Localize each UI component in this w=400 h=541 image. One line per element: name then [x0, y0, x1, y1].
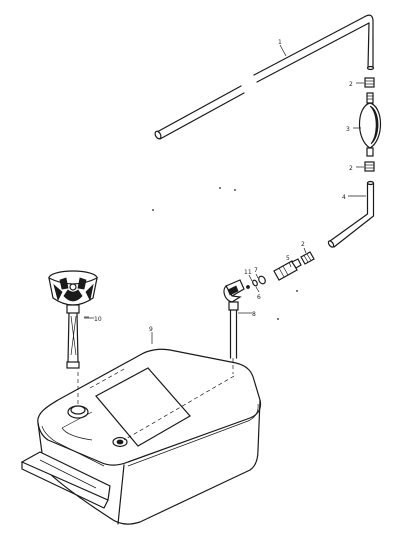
- elbow-pickup-tube: [223, 279, 245, 359]
- leader-lines: [84, 44, 366, 344]
- hose-connector-upper: [364, 77, 375, 88]
- assembly-guide-lines: [77, 358, 235, 441]
- callout-2-lower: 2: [301, 241, 305, 248]
- primer-bulb: [358, 92, 382, 157]
- callout-10: 10: [94, 316, 102, 323]
- hose-connector-lower: [300, 251, 315, 265]
- short-hose: [327, 180, 375, 248]
- callout-2-upper: 2: [349, 81, 353, 88]
- callout-3: 3: [346, 126, 350, 133]
- callout-7: 7: [254, 267, 258, 274]
- scan-specks: [152, 187, 298, 320]
- tank-fitting: [273, 258, 302, 281]
- callout-4: 4: [342, 194, 346, 201]
- fuel-tank: [20, 348, 262, 525]
- callout-8: 8: [252, 311, 256, 318]
- callout-labels: 1 2 3 2 4 2 5 7 11 6 8 10 9: [94, 39, 353, 333]
- callout-1: 1: [278, 39, 282, 46]
- callout-5: 5: [286, 255, 290, 262]
- callout-6: 6: [257, 294, 261, 301]
- callout-2-middle: 2: [349, 165, 353, 172]
- fuel-gauge-assembly: [48, 270, 98, 369]
- callout-11: 11: [244, 269, 252, 276]
- fuel-line-hose: [154, 14, 375, 140]
- callout-9: 9: [149, 326, 153, 333]
- hose-connector-middle: [364, 161, 375, 172]
- washers-and-oring: [246, 275, 266, 289]
